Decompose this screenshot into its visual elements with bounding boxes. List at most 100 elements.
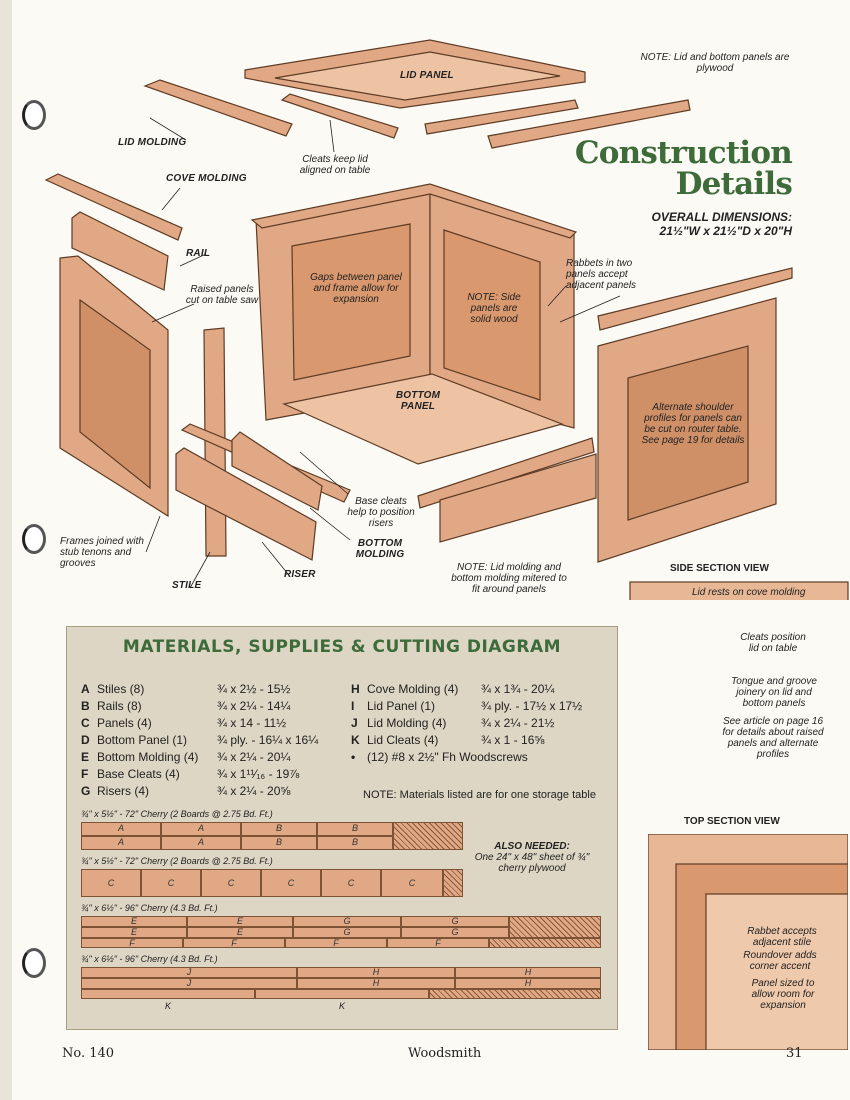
cutting-board: E E G G E E G G F F F F bbox=[81, 916, 601, 948]
label-stile: STILE bbox=[172, 580, 202, 591]
piece-e: E bbox=[81, 916, 187, 927]
piece-h: H bbox=[297, 978, 455, 989]
piece-k bbox=[81, 989, 255, 999]
overall-dimensions: OVERALL DIMENSIONS: 21½"W x 21½"D x 20"H bbox=[651, 210, 792, 238]
materials-note: NOTE: Materials listed are for one stora… bbox=[363, 789, 596, 801]
also-needed: ALSO NEEDED: One 24" x 48" sheet of ¾" c… bbox=[474, 841, 590, 874]
page-title: Construction Details bbox=[574, 135, 793, 202]
lid-molding-shape bbox=[143, 79, 293, 137]
label-gaps: Gaps between panel and frame allow for e… bbox=[310, 272, 402, 305]
label-cleats-position: Cleats position lid on table bbox=[740, 632, 806, 654]
material-row: •(12) #8 x 2½" Fh Woodscrews bbox=[351, 750, 528, 764]
label-see-article: See article on page 16 for details about… bbox=[722, 716, 824, 760]
label-bottom-molding: BOTTOM MOLDING bbox=[355, 538, 405, 560]
piece-c: C bbox=[141, 869, 201, 897]
piece-h: H bbox=[297, 967, 455, 978]
rail-shape bbox=[71, 211, 169, 291]
label-note-side: NOTE: Side panels are solid wood bbox=[467, 292, 521, 325]
piece-f: F bbox=[285, 938, 387, 948]
label-lid-rests: Lid rests on cove molding bbox=[692, 587, 806, 598]
piece-h: H bbox=[455, 967, 601, 978]
binder-hole-icon bbox=[22, 948, 46, 978]
note-plywood: NOTE: Lid and bottom panels are plywood bbox=[640, 52, 790, 74]
piece-b: B bbox=[317, 836, 393, 850]
piece-e: E bbox=[81, 927, 187, 938]
label-rabbets: Rabbets in two panels accept adjacent pa… bbox=[566, 258, 637, 291]
waste-area bbox=[393, 822, 463, 850]
footer-issue: No. 140 bbox=[62, 1046, 115, 1061]
piece-j: J bbox=[81, 967, 297, 978]
bottom-molding-shape bbox=[231, 431, 323, 511]
piece-g: G bbox=[293, 927, 401, 938]
k-label: K bbox=[165, 1001, 172, 1011]
label-cove-molding: COVE MOLDING bbox=[166, 173, 247, 184]
piece-c: C bbox=[201, 869, 261, 897]
k-label: K bbox=[339, 1001, 346, 1011]
piece-k bbox=[255, 989, 429, 999]
piece-b: B bbox=[241, 836, 317, 850]
piece-h: H bbox=[455, 978, 601, 989]
exploded-drawing bbox=[44, 39, 849, 600]
label-frames: Frames joined with stub tenons and groov… bbox=[60, 536, 144, 569]
piece-a: A bbox=[81, 822, 161, 836]
piece-a: A bbox=[161, 836, 241, 850]
binder-hole-icon bbox=[22, 100, 46, 130]
waste-area bbox=[509, 916, 601, 938]
board-caption: ¾" x 5½" - 72" Cherry (2 Boards @ 2.75 B… bbox=[81, 856, 273, 866]
waste-area bbox=[489, 938, 601, 948]
label-panel-sized: Panel sized to allow room for expansion bbox=[751, 978, 815, 1011]
board-caption: ¾" x 6½" - 96" Cherry (4.3 Bd. Ft.) bbox=[81, 903, 218, 913]
piece-a: A bbox=[161, 822, 241, 836]
label-riser: RISER bbox=[284, 569, 316, 580]
waste-area bbox=[443, 869, 463, 897]
binder-edge bbox=[0, 0, 12, 1100]
piece-f: F bbox=[81, 938, 183, 948]
label-lid-panel: LID PANEL bbox=[400, 70, 454, 81]
label-rail: RAIL bbox=[186, 248, 211, 259]
materials-title: MATERIALS, SUPPLIES & CUTTING DIAGRAM bbox=[122, 637, 562, 657]
piece-g: G bbox=[401, 927, 509, 938]
piece-b: B bbox=[241, 822, 317, 836]
label-alternate: Alternate shoulder profiles for panels c… bbox=[641, 402, 745, 446]
footer-page-number: 31 bbox=[786, 1046, 803, 1061]
waste-area bbox=[429, 989, 601, 999]
label-base-cleats: Base cleats help to position risers bbox=[347, 496, 415, 529]
piece-g: G bbox=[401, 916, 509, 927]
piece-j: J bbox=[81, 978, 297, 989]
piece-f: F bbox=[387, 938, 489, 948]
piece-c: C bbox=[381, 869, 443, 897]
label-rabbet-stile: Rabbet accepts adjacent stile bbox=[747, 926, 817, 948]
side-section-shape bbox=[629, 581, 849, 600]
board-caption: ¾" x 5½" - 72" Cherry (2 Boards @ 2.75 B… bbox=[81, 809, 273, 819]
piece-c: C bbox=[81, 869, 141, 897]
riser-shape bbox=[175, 447, 317, 561]
cutting-board: C C C C C C bbox=[81, 869, 463, 897]
piece-b: B bbox=[317, 822, 393, 836]
side-section-heading: SIDE SECTION VIEW bbox=[670, 563, 769, 574]
cutting-board: A A B B A A B B bbox=[81, 822, 463, 850]
label-lid-molding: LID MOLDING bbox=[118, 137, 187, 148]
footer-magazine: Woodsmith bbox=[408, 1046, 482, 1061]
label-note-lid-molding: NOTE: Lid molding and bottom molding mit… bbox=[451, 562, 567, 595]
piece-e: E bbox=[187, 927, 293, 938]
piece-g: G bbox=[293, 916, 401, 927]
label-raised-panels: Raised panels cut on table saw bbox=[185, 284, 259, 306]
piece-f: F bbox=[183, 938, 285, 948]
piece-c: C bbox=[261, 869, 321, 897]
label-tongue: Tongue and groove joinery on lid and bot… bbox=[731, 676, 817, 709]
label-bottom-panel: BOTTOM PANEL bbox=[395, 390, 441, 412]
cutting-board: J H H J H H bbox=[81, 967, 601, 999]
label-cleats: Cleats keep lid aligned on table bbox=[299, 154, 371, 176]
